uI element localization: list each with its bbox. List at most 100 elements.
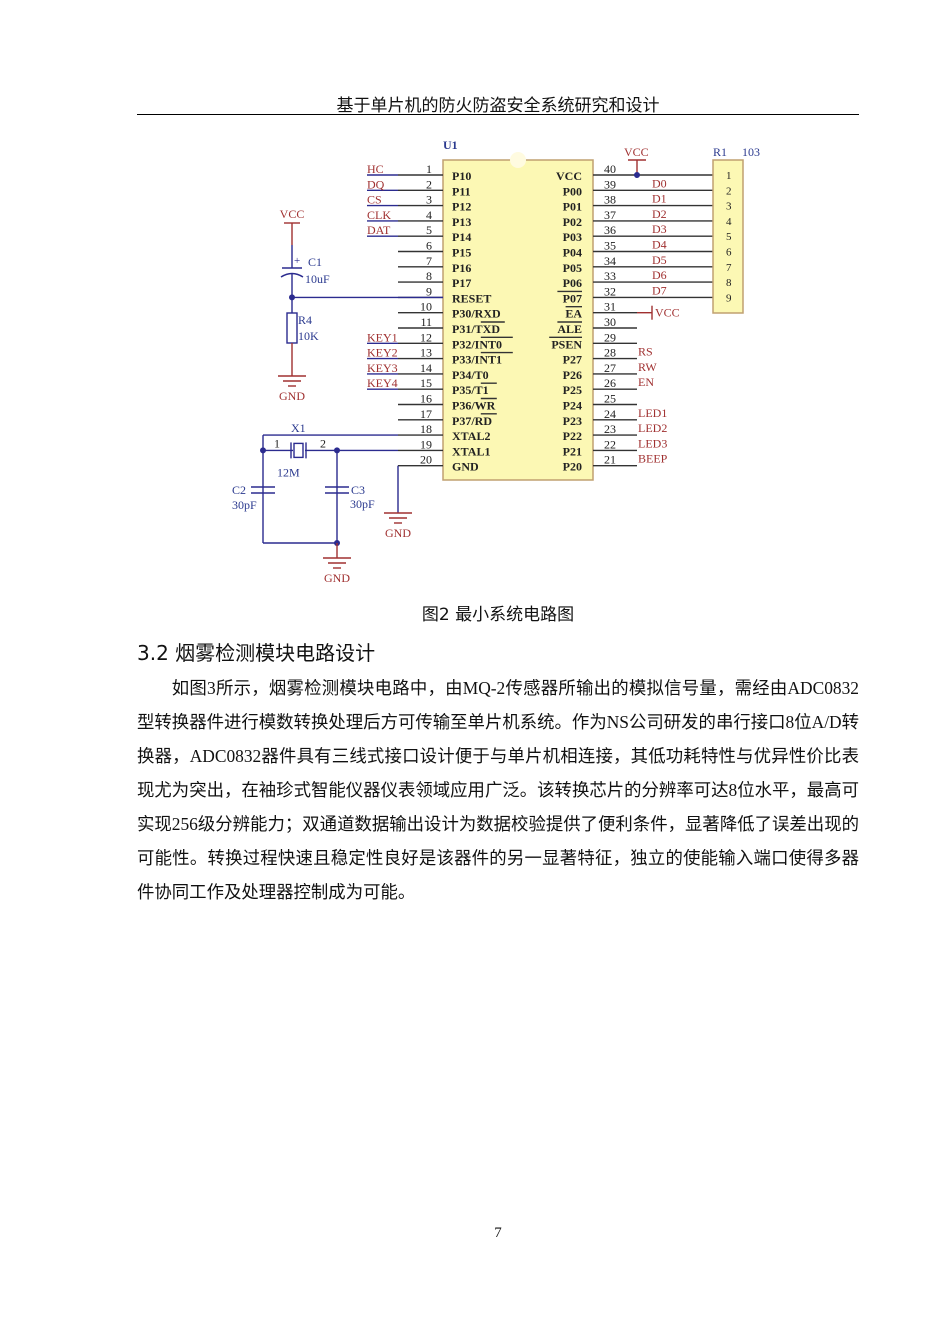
pin-name: P02 bbox=[563, 215, 582, 229]
x1-designator: X1 bbox=[291, 421, 306, 435]
net-label: HC bbox=[367, 162, 384, 176]
net-label: RW bbox=[638, 360, 657, 374]
pin-number: 35 bbox=[604, 239, 616, 253]
net-label: KEY4 bbox=[367, 376, 398, 390]
net-label: LED1 bbox=[638, 406, 667, 420]
c1-designator: C1 bbox=[308, 255, 322, 269]
gnd-label: GND bbox=[279, 389, 305, 403]
pin-number: 5 bbox=[426, 223, 432, 237]
x1-value: 12M bbox=[277, 465, 300, 479]
c3-value: 30pF bbox=[350, 497, 375, 511]
pin-number: 10 bbox=[420, 300, 432, 314]
net-label: D3 bbox=[652, 222, 667, 236]
net-label: D1 bbox=[652, 192, 667, 206]
x1-pin2: 2 bbox=[320, 436, 326, 450]
pin-number: 4 bbox=[426, 208, 432, 222]
pin-name: RESET bbox=[452, 291, 491, 305]
crystal-x1-icon bbox=[293, 442, 304, 459]
c2-designator: C2 bbox=[232, 483, 246, 497]
pin-name: P00 bbox=[563, 184, 582, 198]
header-rule bbox=[137, 114, 859, 115]
pin-number: 3 bbox=[426, 193, 432, 207]
pin-name: GND bbox=[452, 460, 479, 474]
pin-number: 17 bbox=[420, 407, 432, 421]
pin-number: 11 bbox=[420, 315, 432, 329]
pin-name: P04 bbox=[563, 246, 582, 260]
pin-name: P23 bbox=[563, 414, 582, 428]
pin-name: P27 bbox=[563, 353, 582, 367]
net-label: DQ bbox=[367, 177, 385, 191]
pin-number: 39 bbox=[604, 177, 616, 191]
pin-name: P16 bbox=[452, 261, 471, 275]
net-label: LED2 bbox=[638, 421, 667, 435]
r4-designator: R4 bbox=[298, 313, 312, 327]
pin-name: P07 bbox=[563, 291, 582, 305]
pin-number: 8 bbox=[426, 269, 432, 283]
pin-number: 13 bbox=[420, 346, 432, 360]
vcc-label: VCC bbox=[280, 207, 305, 221]
pin-name: P20 bbox=[563, 460, 582, 474]
pin-name: P11 bbox=[452, 184, 471, 198]
pin-name: P33/INT1 bbox=[452, 353, 502, 367]
pin-name: P21 bbox=[563, 444, 582, 458]
r1-pin-number: 5 bbox=[726, 231, 732, 243]
net-label: D4 bbox=[652, 238, 667, 252]
pin-name: P24 bbox=[563, 399, 582, 413]
pin-name: P30/RXD bbox=[452, 307, 501, 321]
net-label: CS bbox=[367, 193, 382, 207]
c3-designator: C3 bbox=[351, 483, 365, 497]
polarity-plus: + bbox=[294, 255, 300, 267]
net-label: KEY1 bbox=[367, 330, 398, 344]
pin-number: 40 bbox=[604, 162, 616, 176]
net-label: KEY3 bbox=[367, 361, 398, 375]
r1-pin-number: 6 bbox=[726, 247, 732, 259]
pin-number: 29 bbox=[604, 330, 616, 344]
chip-notch bbox=[510, 152, 526, 168]
pin-number: 15 bbox=[420, 376, 432, 390]
pin-name: P26 bbox=[563, 368, 582, 382]
net-label: RS bbox=[638, 345, 653, 359]
page-header: 基于单片机的防火防盗安全系统研究和设计 bbox=[336, 96, 660, 116]
body-paragraph: 如图3所示，烟雾检测模块电路中，由MQ-2传感器所输出的模拟信号量，需经由ADC… bbox=[137, 678, 859, 902]
pin-name: P12 bbox=[452, 200, 471, 214]
pin-number: 37 bbox=[604, 208, 616, 222]
pin-name: P10 bbox=[452, 169, 471, 183]
pin-number: 2 bbox=[426, 177, 432, 191]
net-label: DAT bbox=[367, 223, 391, 237]
pin-number: 6 bbox=[426, 239, 432, 253]
pin-name: P06 bbox=[563, 276, 582, 290]
junction-dot bbox=[289, 294, 295, 301]
pin-name: P14 bbox=[452, 230, 471, 244]
pin-number: 16 bbox=[420, 392, 432, 406]
pin-number: 12 bbox=[420, 330, 432, 344]
pin-number: 27 bbox=[604, 361, 616, 375]
pin-name: P36/WR bbox=[452, 399, 496, 413]
net-label: BEEP bbox=[638, 452, 668, 466]
vcc-label: VCC bbox=[624, 145, 649, 159]
pin-name: P37/RD bbox=[452, 414, 492, 428]
pin-number: 19 bbox=[420, 437, 432, 451]
resistor-r4-icon bbox=[286, 312, 298, 344]
c2-value: 30pF bbox=[232, 498, 257, 512]
pin-number: 14 bbox=[420, 361, 432, 375]
c1-value: 10uF bbox=[305, 272, 330, 286]
r1-pin-number: 3 bbox=[726, 201, 732, 213]
pin-name: P32/INT0 bbox=[452, 337, 502, 351]
pin-number: 36 bbox=[604, 223, 616, 237]
pin-number: 7 bbox=[426, 254, 432, 268]
net-label: D6 bbox=[652, 268, 667, 282]
section-heading: 3.2 烟雾检测模块电路设计 bbox=[137, 641, 376, 665]
pin-number: 28 bbox=[604, 346, 616, 360]
pin-name: XTAL1 bbox=[452, 444, 490, 458]
pin-number: 21 bbox=[604, 453, 616, 467]
pin-number: 9 bbox=[426, 284, 432, 298]
pin-number: 18 bbox=[420, 422, 432, 436]
net-label: D7 bbox=[652, 283, 667, 297]
x1-pin1: 1 bbox=[274, 436, 280, 450]
pin-number: 32 bbox=[604, 284, 616, 298]
pin-number: 33 bbox=[604, 269, 616, 283]
net-label: EN bbox=[638, 375, 654, 389]
gnd-label: GND bbox=[385, 526, 411, 540]
pin-name: P05 bbox=[563, 261, 582, 275]
